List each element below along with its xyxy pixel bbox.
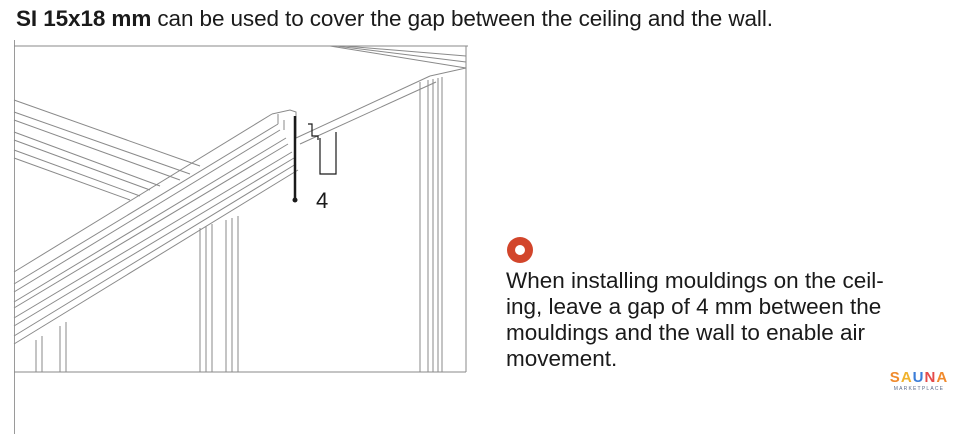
gap-dimension-label: 4 [316,188,328,213]
wall-batten-right [419,77,443,372]
ceiling-moulding-profile [13,109,299,345]
heading-product-code: SI 15x18 mm [16,6,152,31]
page-heading: SI 15x18 mm can be used to cover the gap… [16,4,773,34]
logo-wordmark: SAUNA [889,369,949,386]
illustration-frame [14,45,468,373]
sauna-marketplace-logo: SAUNA MARKETPLACE [884,370,954,393]
wall-batten-left [35,322,67,372]
ceiling-board [295,45,467,145]
ceiling-batten-left [13,99,201,201]
installation-note: When installing mouldings on the ceil- i… [506,268,884,371]
heading-description: can be used to cover the gap between the… [151,6,773,31]
ceiling-moulding-illustration: 4 [13,45,468,373]
logo-subtitle: MARKETPLACE [893,386,945,392]
gap-dimension-marker [292,116,337,203]
left-margin-rule [14,40,15,434]
warning-ring-icon [507,237,533,263]
wall-batten-middle [199,216,239,372]
